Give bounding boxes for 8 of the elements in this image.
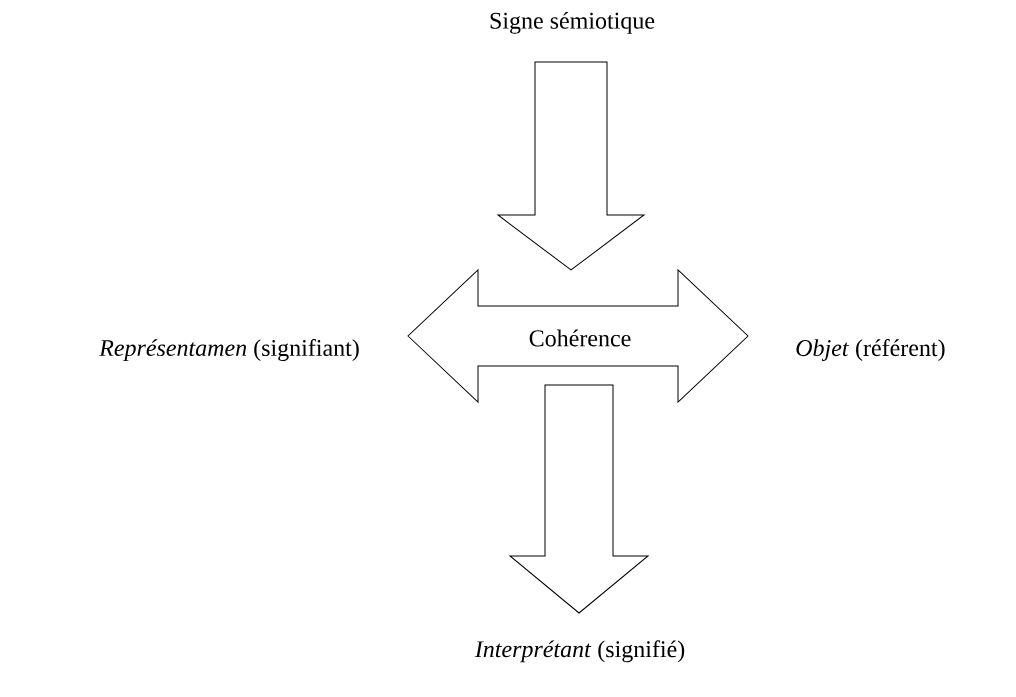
block-arrow	[407, 269, 749, 403]
edge-label: Cohérence	[529, 329, 631, 347]
block-arrow	[509, 384, 649, 614]
concept-label: Objet (référent)	[796, 339, 945, 361]
concept-label: Signe sémiotique	[490, 11, 655, 34]
concept-label: Interprétant (signifié)	[474, 640, 685, 663]
block-arrow	[497, 61, 645, 271]
concept-label: Représentamen (signifiant)	[99, 338, 359, 362]
